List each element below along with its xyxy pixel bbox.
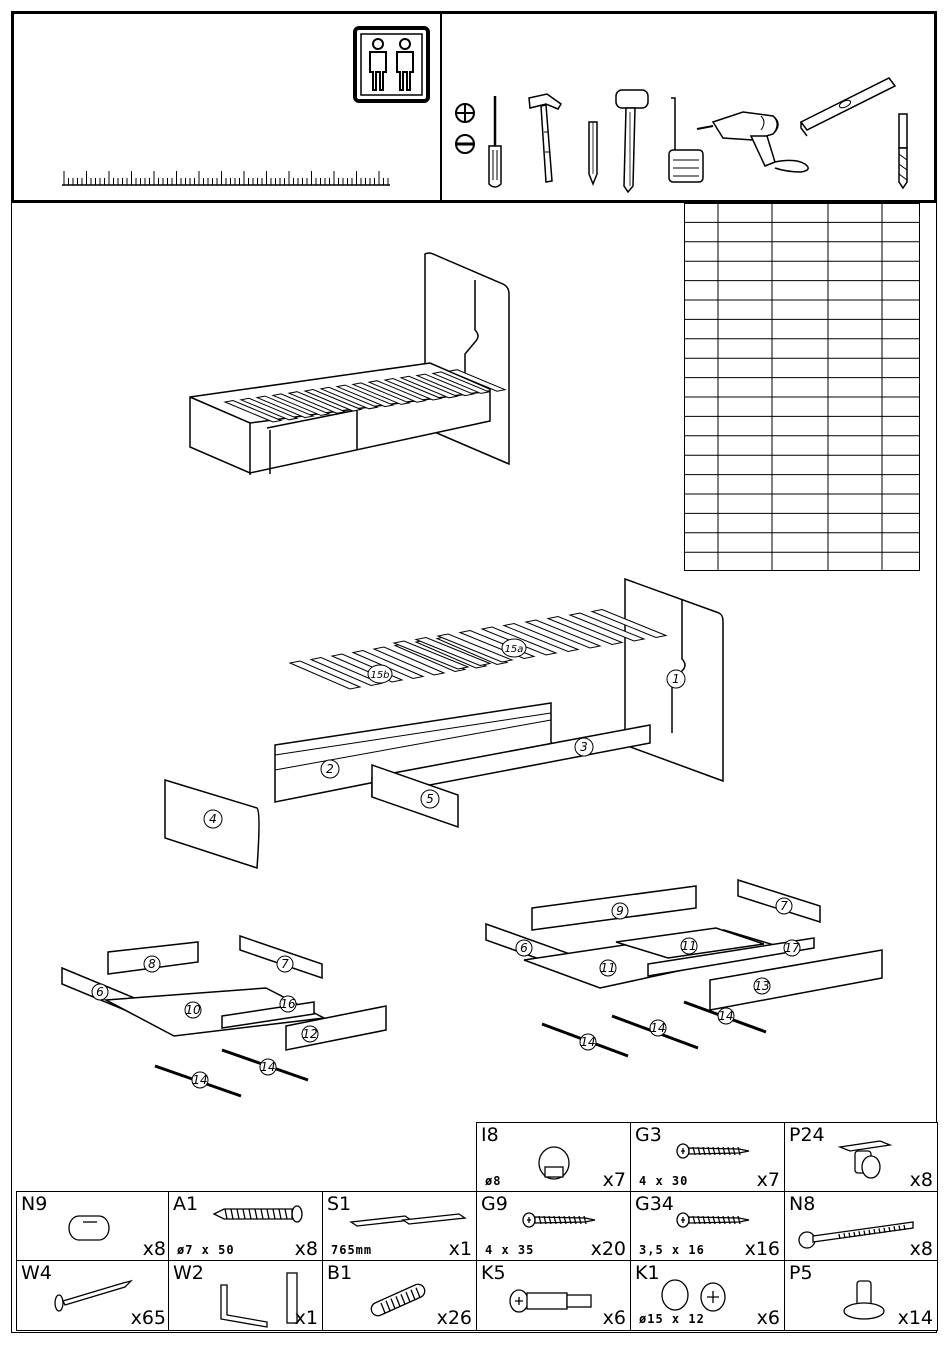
exploded-bed-illustration: 1 2 3 5 4 15a 15b — [160, 575, 740, 875]
assembled-bed-illustration — [185, 250, 515, 480]
hardware-quantity: x6 — [757, 1307, 780, 1329]
hardware-cell-w4: W4 x65 — [16, 1260, 171, 1331]
hardware-spec: ø8 — [485, 1174, 501, 1188]
hardware-code: N8 — [789, 1193, 815, 1215]
hardware-code: K1 — [635, 1262, 660, 1284]
callout-part-6: 6 — [96, 985, 104, 999]
callout-part-9: 9 — [616, 904, 624, 918]
hardware-code: I8 — [481, 1124, 499, 1146]
ruler-icon — [62, 170, 392, 190]
hardware-cell-w2: W2 x1 — [168, 1260, 323, 1331]
hardware-code: A1 — [173, 1193, 198, 1215]
callout-part-17: 17 — [784, 941, 800, 955]
hardware-quantity: x16 — [745, 1238, 780, 1260]
hardware-cell-g34: G34 3,5 x 16 x16 — [630, 1191, 785, 1262]
pencil-icon — [584, 118, 604, 188]
hardware-quantity: x14 — [898, 1307, 933, 1329]
hardware-code: P5 — [789, 1262, 813, 1284]
hardware-quantity: x7 — [603, 1169, 626, 1191]
callout-part-11: 11 — [600, 961, 615, 975]
hardware-cell-b1: B1 x26 — [322, 1260, 477, 1331]
mallet-icon — [612, 86, 657, 196]
left-drawer-illustration: 8 7 6 10 16 12 14 14 — [60, 930, 400, 1100]
hardware-spec: 4 x 30 — [639, 1174, 688, 1188]
hardware-code: N9 — [21, 1193, 47, 1215]
callout-part-4: 4 — [209, 812, 217, 826]
hardware-quantity: x6 — [603, 1307, 626, 1329]
callout-part-8: 8 — [148, 957, 156, 971]
hardware-code: G9 — [481, 1193, 508, 1215]
callout-part-5: 5 — [426, 792, 434, 806]
callout-part-11: 11 — [681, 939, 696, 953]
hardware-cell-s1: S1 765mm x1 — [322, 1191, 477, 1262]
phillips-screwdriver-icon — [486, 94, 506, 194]
hardware-code: P24 — [789, 1124, 825, 1146]
callout-part-14: 14 — [192, 1073, 207, 1087]
callout-part-12: 12 — [302, 1027, 317, 1041]
hardware-spec: 765mm — [331, 1243, 372, 1257]
hardware-cell-n9: N9 x8 — [16, 1191, 171, 1262]
level-icon — [797, 72, 897, 142]
hardware-quantity: x1 — [295, 1307, 318, 1329]
drill-bit-icon — [895, 112, 913, 192]
callout-part-2: 2 — [326, 762, 334, 776]
hardware-spec: ø7 x 50 — [177, 1243, 235, 1257]
callout-part-14: 14 — [580, 1035, 595, 1049]
callout-part-10: 10 — [185, 1003, 201, 1017]
callout-part-7: 7 — [281, 957, 289, 971]
hardware-cell-p5: P5 x14 — [784, 1260, 938, 1331]
hammer-icon — [525, 92, 565, 187]
hardware-quantity: x8 — [910, 1238, 933, 1260]
hardware-quantity: x8 — [295, 1238, 318, 1260]
callout-part-15b: 15b — [370, 670, 389, 681]
hardware-code: S1 — [327, 1193, 351, 1215]
hardware-quantity: x65 — [131, 1307, 166, 1329]
hardware-quantity: x7 — [757, 1169, 780, 1191]
callout-part-3: 3 — [580, 740, 588, 754]
hardware-spec: ø15 x 12 — [639, 1312, 705, 1326]
hardware-quantity: x20 — [591, 1238, 626, 1260]
two-persons-icon — [353, 26, 433, 106]
right-drawer-illustration: 9 7 6 11 11 17 13 14 14 14 — [482, 876, 892, 1056]
hardware-cell-a1: A1 ø7 x 50 x8 — [168, 1191, 323, 1262]
callout-part-6: 6 — [520, 941, 528, 955]
hardware-spec: 4 x 35 — [485, 1243, 534, 1257]
hardware-code: W2 — [173, 1262, 204, 1284]
callout-part-13: 13 — [754, 979, 769, 993]
hardware-code: B1 — [327, 1262, 352, 1284]
callout-part-7: 7 — [780, 899, 788, 913]
hardware-quantity: x1 — [449, 1238, 472, 1260]
hardware-cell-g3: G3 4 x 30 x7 — [630, 1122, 785, 1193]
hardware-code: G3 — [635, 1124, 662, 1146]
hardware-quantity: x26 — [437, 1307, 472, 1329]
hardware-cell-k1: K1 ø15 x 12 x6 — [630, 1260, 785, 1331]
hardware-cell-i8: I8 ø8 x7 — [476, 1122, 631, 1193]
hardware-code: W4 — [21, 1262, 52, 1284]
parts-legend-lines — [684, 203, 920, 571]
hardware-code: G34 — [635, 1193, 674, 1215]
callout-part-14: 14 — [650, 1021, 665, 1035]
hardware-cell-k5: K5 x6 — [476, 1260, 631, 1331]
flat-screwdriver-icon — [452, 100, 482, 160]
hardware-cell-p24: P24 x8 — [784, 1122, 938, 1193]
callout-part-14: 14 — [718, 1009, 733, 1023]
hardware-code: K5 — [481, 1262, 506, 1284]
hardware-spec: 3,5 x 16 — [639, 1243, 705, 1257]
hardware-cell-g9: G9 4 x 35 x20 — [476, 1191, 631, 1262]
hardware-cell-n8: N8 x8 — [784, 1191, 938, 1262]
callout-part-16: 16 — [280, 997, 296, 1011]
callout-part-1: 1 — [672, 672, 680, 686]
hardware-quantity: x8 — [910, 1169, 933, 1191]
callout-part-14: 14 — [260, 1060, 275, 1074]
header-divider — [440, 14, 442, 200]
callout-part-15a: 15a — [505, 644, 524, 655]
hardware-quantity: x8 — [143, 1238, 166, 1260]
